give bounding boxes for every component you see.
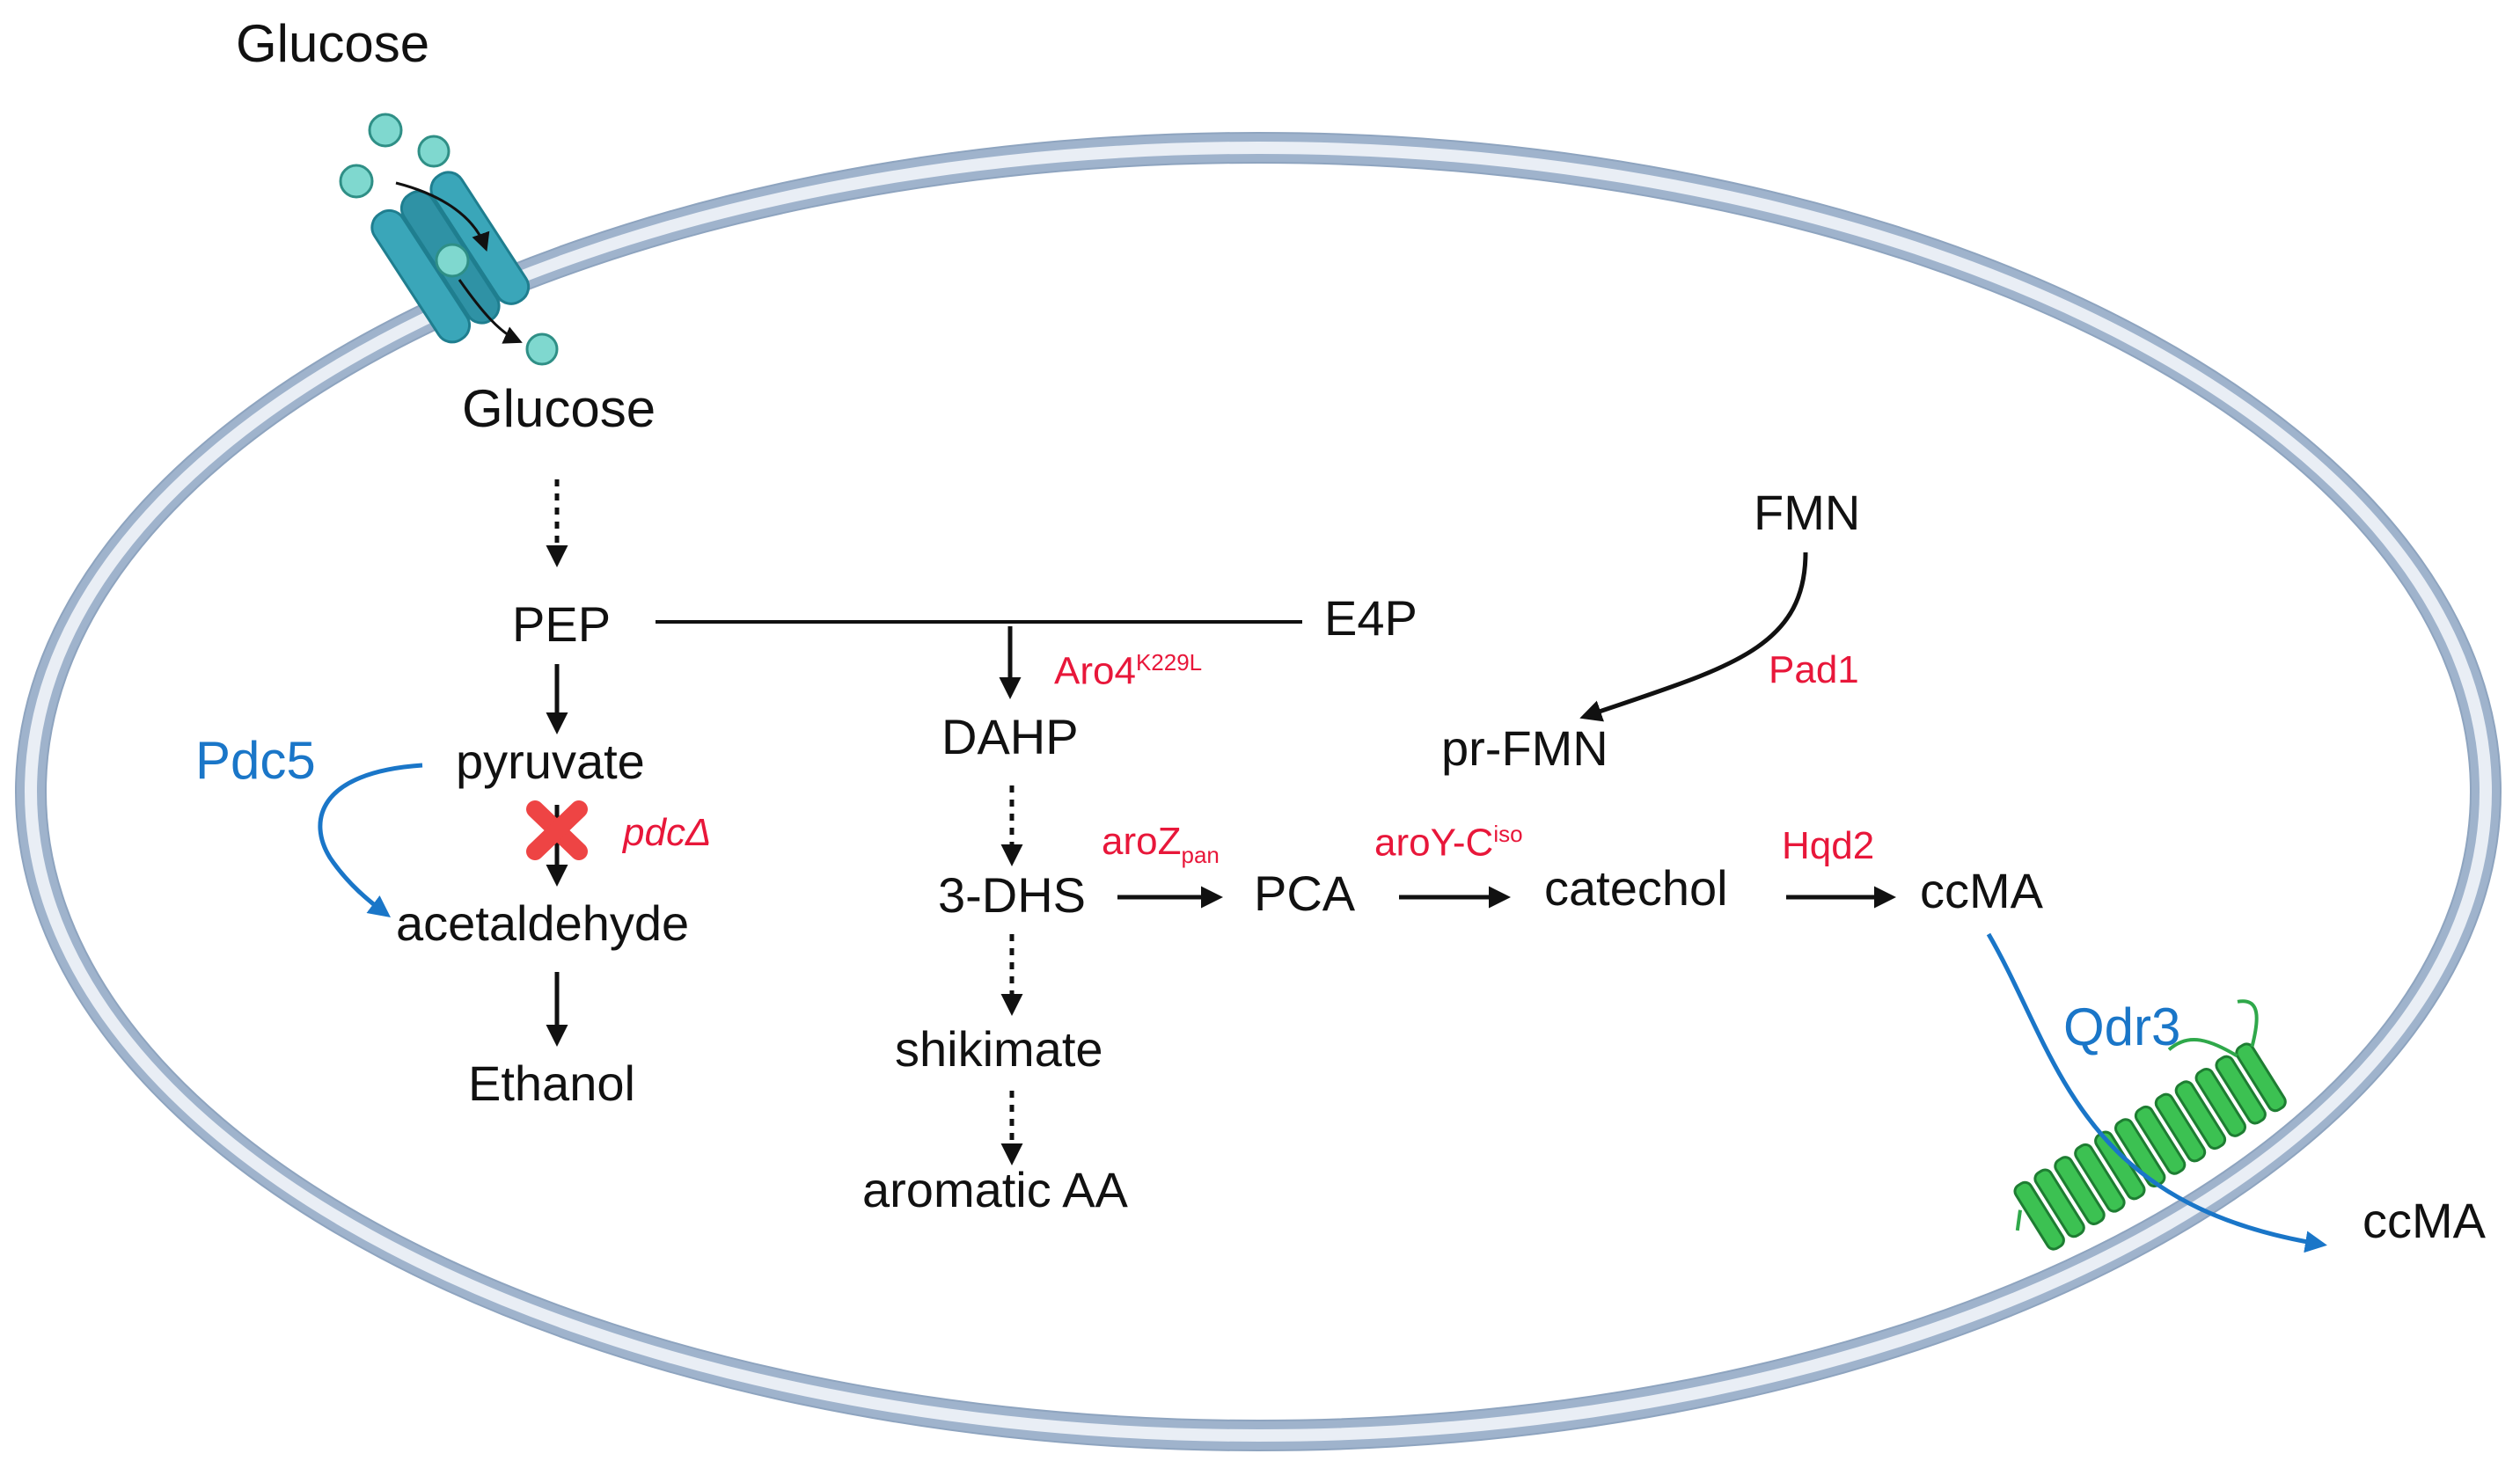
pdc5-label: Pdc5: [195, 731, 316, 790]
aroy-enzyme-label: aroY-Ciso: [1374, 821, 1523, 865]
hqd2-enzyme-label: Hqd2: [1782, 824, 1875, 867]
ccma-export-arrow: [1986, 932, 2327, 1253]
catechol-label: catechol: [1544, 860, 1728, 916]
dahp-label: DAHP: [941, 709, 1079, 764]
pdc-deletion-label: pdcΔ: [623, 811, 712, 854]
arrow-fmn-to-pr-fmn: [1579, 552, 1808, 722]
pad1-enzyme-label: Pad1: [1769, 648, 1859, 691]
aromatic-aa-label: aromatic AA: [862, 1162, 1128, 1217]
aroz-enzyme-label: aroZpan: [1102, 820, 1220, 868]
glucose-extracellular-label: Glucose: [236, 14, 430, 73]
aro4-enzyme-label: Aro4K229L: [1054, 649, 1203, 693]
pr-fmn-label: pr-FMN: [1441, 720, 1608, 776]
glucose-release-arrow: [458, 279, 523, 344]
shikimate-label: shikimate: [895, 1021, 1103, 1077]
pdc5-bypass-arrow: [318, 763, 423, 918]
cell-membrane: [15, 132, 2502, 1451]
glucose-uptake-arrow: [395, 181, 490, 252]
glucose-intracellular-label: Glucose: [462, 379, 656, 438]
acetaldehyde-label: acetaldehyde: [396, 895, 690, 951]
dhs-label: 3-DHS: [938, 867, 1087, 923]
qdr3-label: Qdr3: [2063, 997, 2181, 1056]
glucose-molecule-icon: [339, 113, 559, 366]
block-x-icon: [526, 800, 588, 860]
ccma-extracellular-label: ccMA: [2362, 1193, 2486, 1248]
pathway-arrows: [546, 479, 1896, 1165]
pca-label: PCA: [1254, 866, 1356, 921]
e4p-label: E4P: [1324, 590, 1418, 646]
ethanol-label: Ethanol: [468, 1056, 635, 1111]
fmn-label: FMN: [1754, 485, 1861, 540]
pep-label: PEP: [512, 596, 612, 652]
ccma-intracellular-label: ccMA: [1920, 863, 2043, 918]
pyruvate-label: pyruvate: [456, 734, 645, 789]
